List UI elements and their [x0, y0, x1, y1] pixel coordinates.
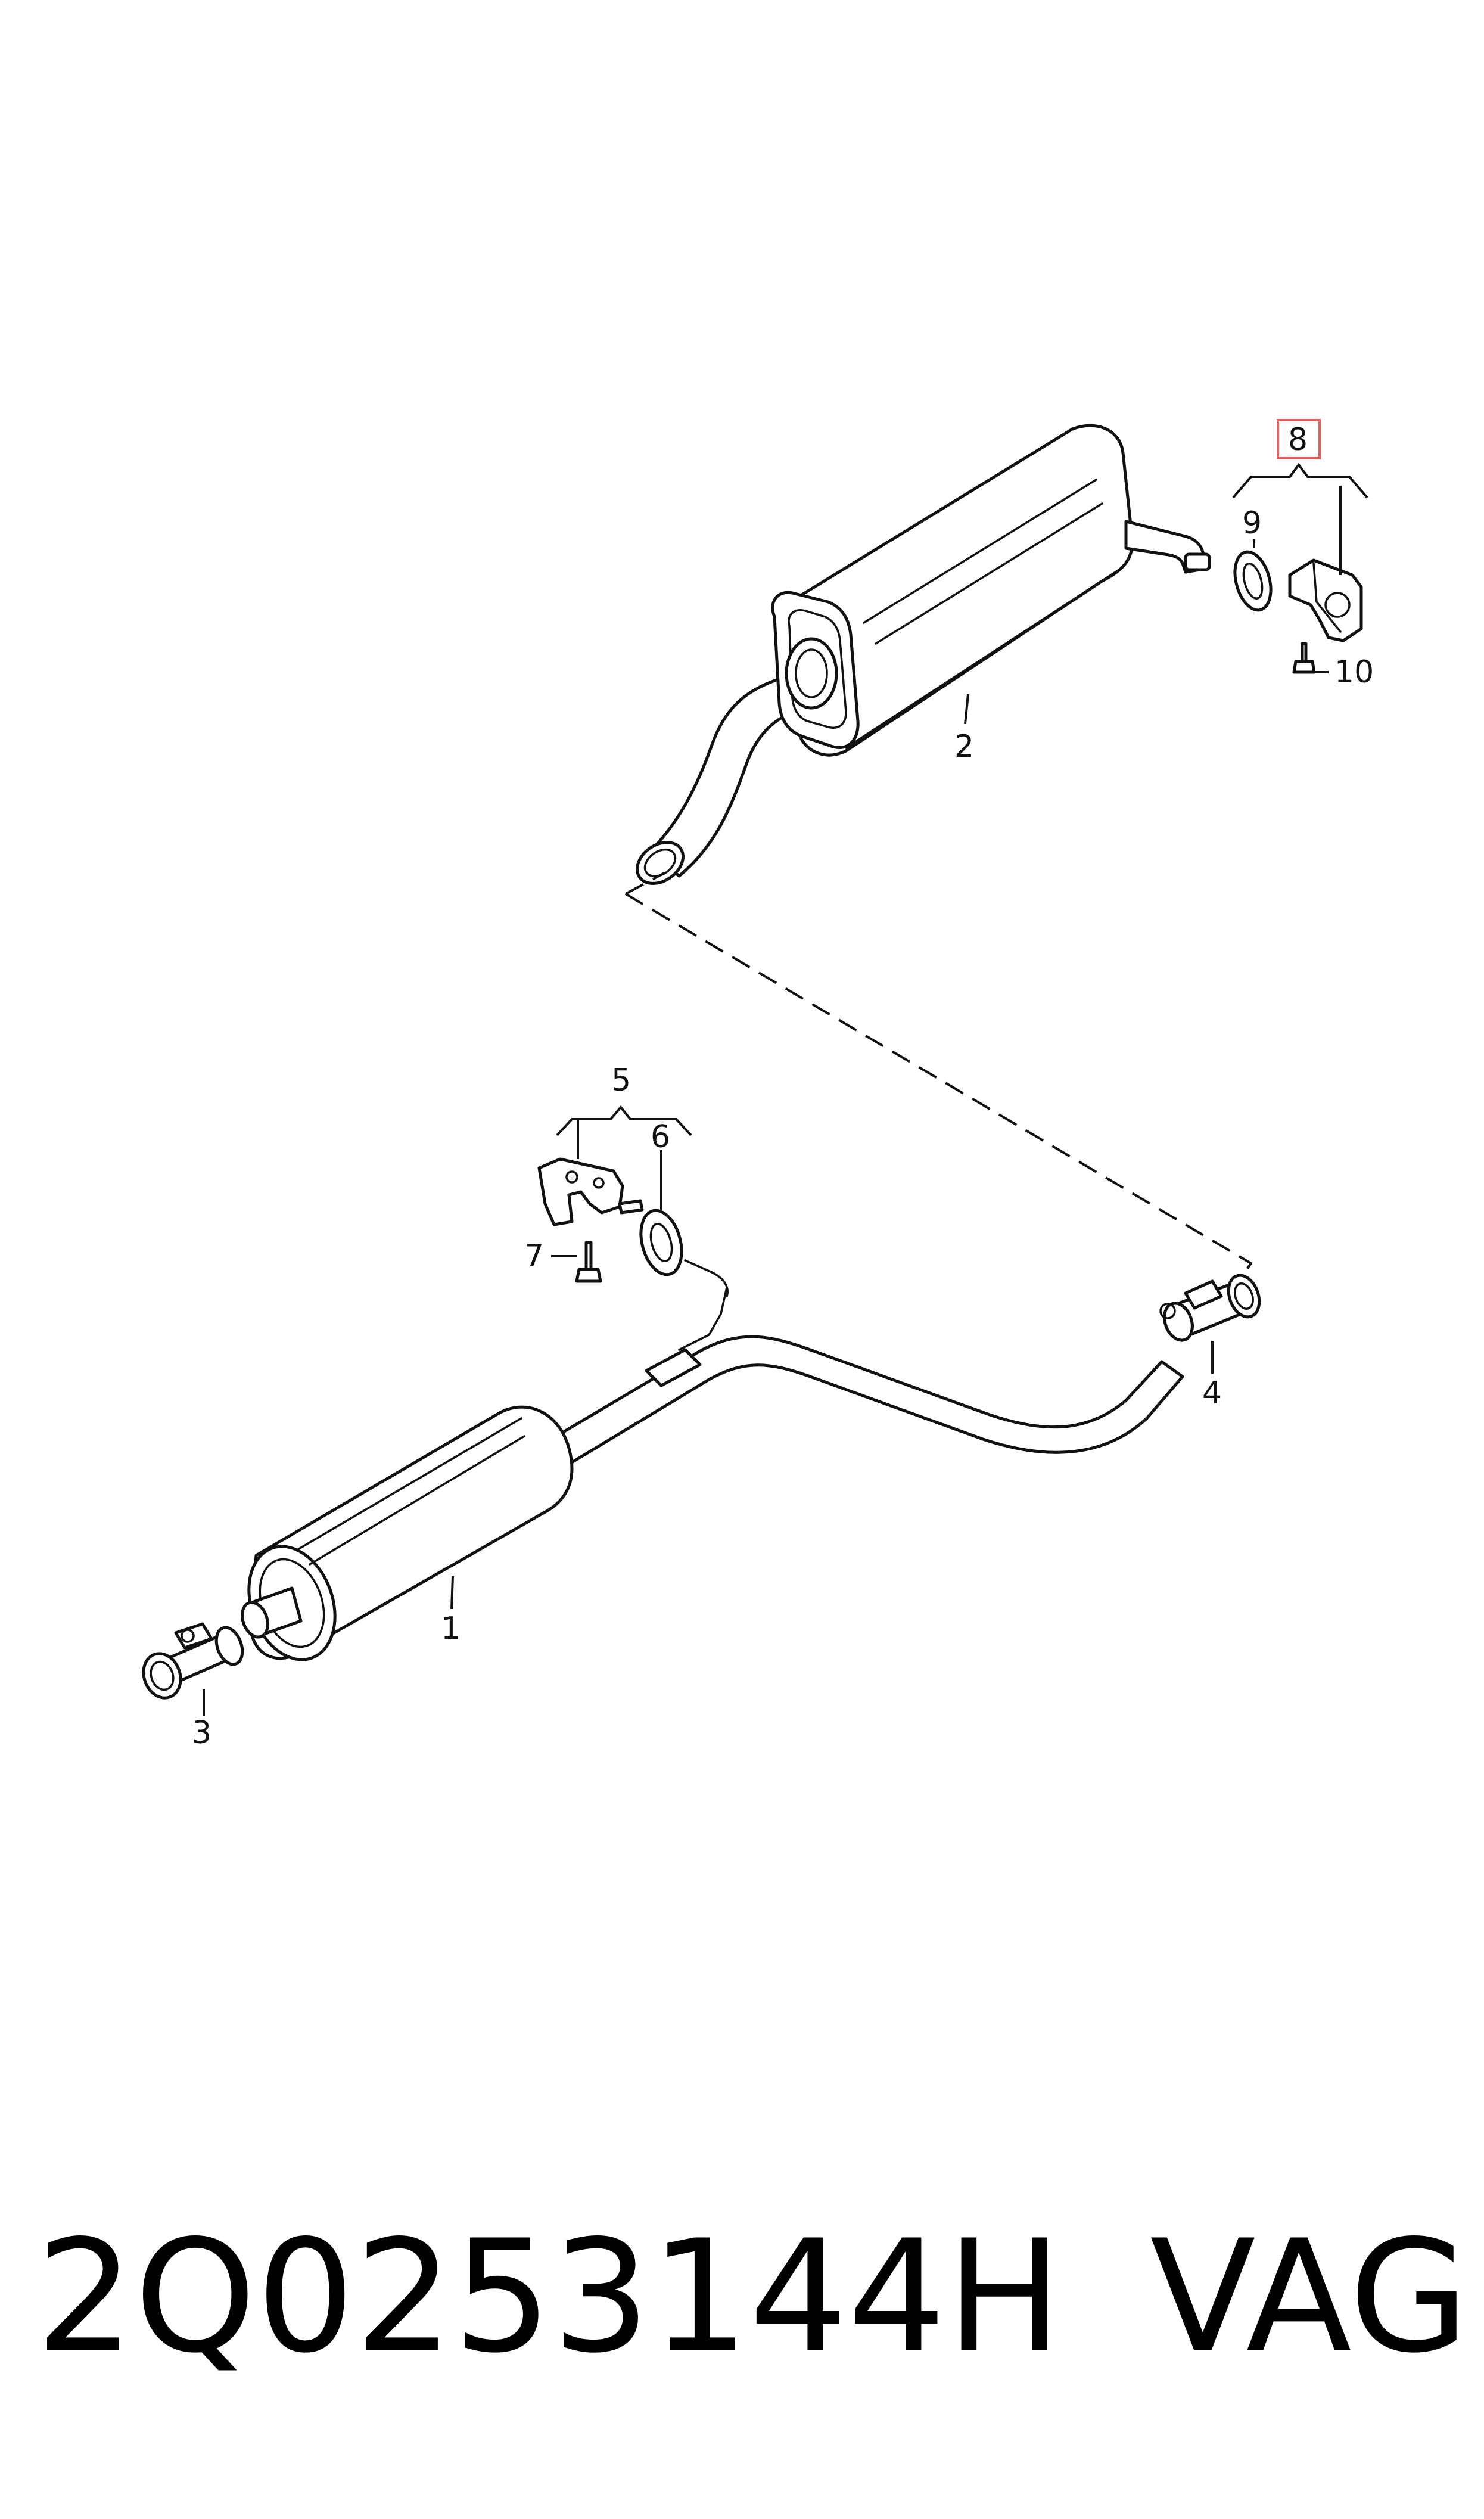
callout-8: 8 — [1288, 422, 1308, 458]
part-number: 2Q0253144H — [36, 2207, 1063, 2387]
callout-7: 7 — [524, 1238, 544, 1274]
connection-dashed-line — [624, 872, 1253, 1288]
brand-label: VAG — [1150, 2207, 1469, 2387]
callout-1: 1 — [441, 1611, 461, 1647]
callout-9: 9 — [1242, 505, 1262, 541]
callout-4: 4 — [1202, 1375, 1222, 1411]
front-silencer — [241, 1286, 1184, 1661]
callout-2: 2 — [954, 729, 974, 765]
clamp-4 — [1159, 1274, 1261, 1374]
clamp-3 — [142, 1622, 244, 1716]
callout-10: 10 — [1334, 654, 1374, 690]
footer: 2Q0253144H VAG — [36, 2207, 1469, 2387]
callout-5: 5 — [611, 1063, 631, 1098]
callout-8-highlight-box — [1277, 419, 1321, 459]
front-hanger-group — [537, 1105, 729, 1297]
callout-3: 3 — [192, 1715, 211, 1751]
callout-6: 6 — [651, 1119, 670, 1155]
rear-silencer — [636, 424, 1211, 885]
rear-hanger-group — [1232, 419, 1368, 674]
